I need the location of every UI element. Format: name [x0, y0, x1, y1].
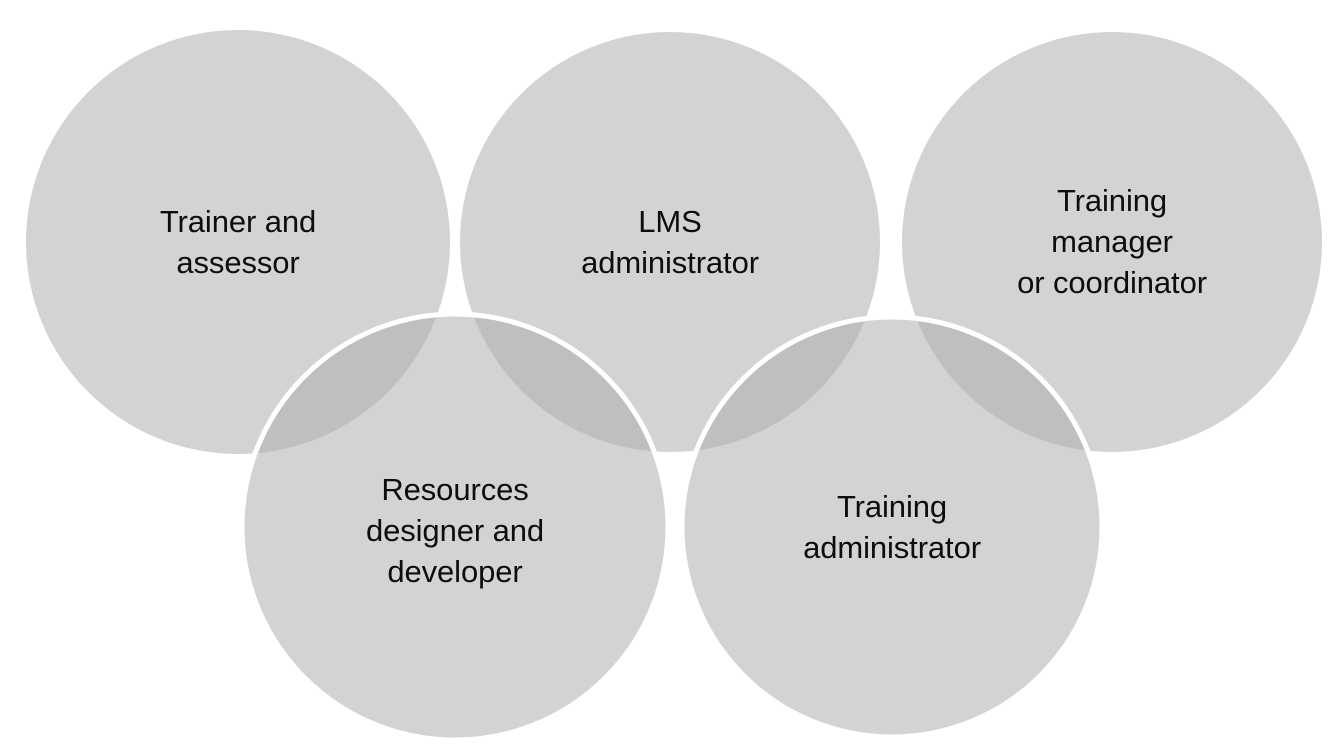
outline-resources-designer-and-developer — [239, 311, 671, 743]
outline-training-administrator — [679, 314, 1105, 740]
top-circle-group — [26, 30, 1322, 454]
circle-training-administrator — [682, 317, 1102, 737]
circle-training-manager-or-coordinator — [902, 32, 1322, 452]
